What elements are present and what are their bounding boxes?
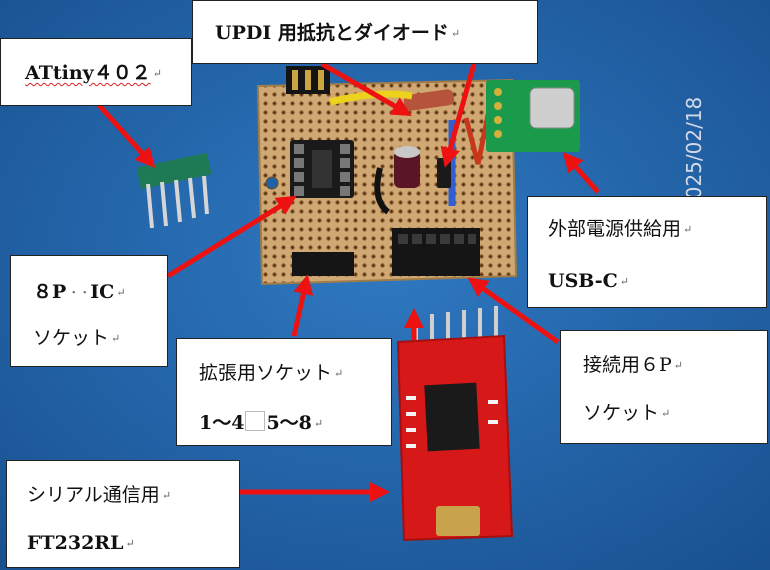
label-ic-socket: ８P・・IC↵ ソケット↵ (10, 255, 168, 367)
label-6p-line1: 接続用６P (583, 354, 672, 376)
arrow-usb-c (562, 152, 600, 194)
label-expansion-line2b: 5～8 (266, 412, 312, 434)
label-serial-line2: FT232RL (27, 532, 124, 554)
arrow-attiny (96, 102, 156, 168)
label-updi: UPDI 用抵抗とダイオード↵ (192, 0, 538, 64)
diode (437, 158, 451, 188)
capacitor (394, 146, 420, 188)
label-updi-text: UPDI 用抵抗とダイオード (215, 22, 449, 44)
label-serial-line1: シリアル通信用 (27, 484, 160, 506)
label-ic-line1b: IC (90, 281, 115, 303)
arrow-6p-socket (467, 277, 560, 345)
usb-c-module (486, 80, 580, 152)
label-6p-line2: ソケット (583, 402, 660, 424)
label-6p-socket: 接続用６P↵ ソケット↵ (560, 330, 768, 444)
arrow-updi-resistor (320, 61, 412, 117)
attiny-module (136, 153, 212, 229)
label-usb-power: 外部電源供給用↵ USB-C↵ (527, 196, 767, 308)
label-usb-power-line2: USB-C (548, 270, 618, 292)
arrow-updi-diode (440, 63, 477, 168)
label-serial: シリアル通信用↵ FT232RL↵ (6, 460, 240, 568)
label-ic-line1a: ８P (33, 281, 67, 303)
label-ic-line2: ソケット (33, 327, 110, 349)
label-expansion-line1: 拡張用ソケット (199, 362, 333, 384)
top-header-pins (286, 66, 330, 94)
black-wire (374, 167, 390, 215)
ic-socket (290, 140, 354, 198)
expansion-socket (292, 252, 354, 276)
arrow-expansion (291, 274, 314, 337)
ft232rl-board (396, 306, 514, 542)
six-pin-socket (392, 228, 480, 276)
pointer-arrows (96, 61, 600, 502)
arrow-ic-socket (166, 195, 297, 279)
label-attiny-text: ATtiny４０２ (25, 62, 151, 84)
date-stamp: 2025/02/18 (682, 96, 706, 212)
label-usb-power-line1: 外部電源供給用 (548, 218, 682, 240)
label-expansion-line2a: 1～4 (199, 412, 245, 434)
box-glyph (245, 411, 266, 431)
label-attiny: ATtiny４０２↵ (0, 38, 192, 106)
resistor (403, 89, 455, 111)
